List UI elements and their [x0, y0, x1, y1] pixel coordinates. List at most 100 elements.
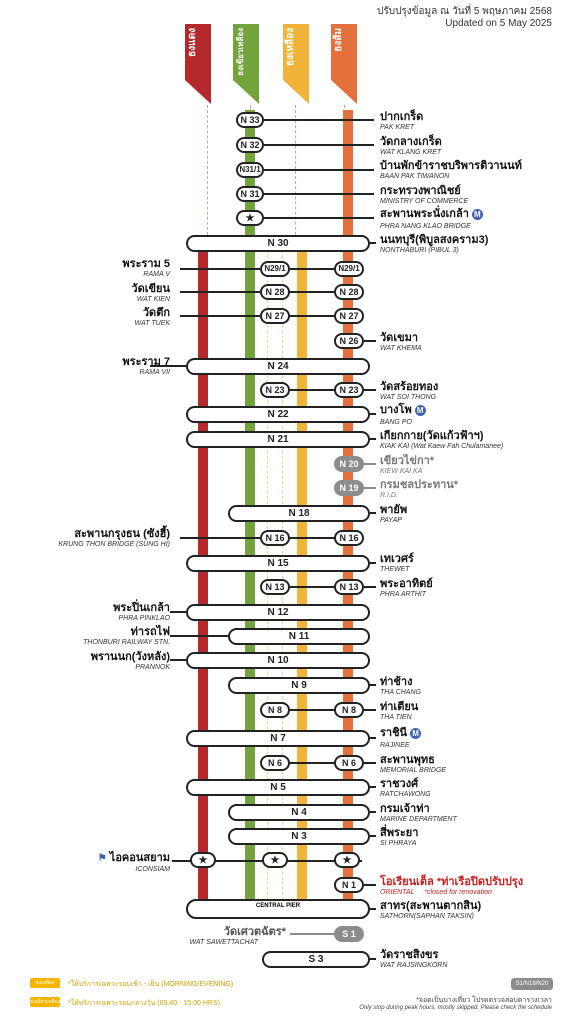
station-name: นนทบุรี(พิบูลสงคราม3) — [380, 234, 489, 246]
pier-n1-connector — [364, 884, 376, 886]
pier-s1-marker[interactable]: S 1 — [334, 926, 364, 942]
pier-n6-orange-marker[interactable]: N 6 — [334, 755, 364, 771]
pier-n7-bar[interactable]: N 7 — [186, 730, 370, 747]
pier-n33-marker[interactable]: N 33 — [236, 112, 264, 128]
pier-n18-bar[interactable]: N 18 — [228, 505, 370, 522]
flag-orange: ธงส้ม — [331, 24, 357, 104]
pier-n26-connector — [364, 340, 376, 342]
pier-n27-yellow-marker[interactable]: N 27 — [260, 308, 290, 324]
pier-s3-connector — [370, 958, 376, 960]
station-name: โอเรียนเต็ล *ท่าเรือปิดปรับปรุง — [380, 876, 524, 888]
station-name-en: THEWET — [380, 566, 410, 573]
pier-n9-bar[interactable]: N 9 — [228, 677, 370, 694]
pier-n16-connector — [180, 537, 260, 539]
flag-green-yellow: ธงเขียวเหลือง — [233, 24, 259, 104]
station-name-en: RAMA V — [143, 271, 170, 278]
pier-n6-connector-b — [364, 762, 376, 764]
pier-n15-bar[interactable]: N 15 — [186, 555, 370, 572]
star-icon: ★ — [270, 855, 280, 866]
pier-n23-orange-marker[interactable]: N 23 — [334, 382, 364, 398]
pier-n21-bar[interactable]: N 21 — [186, 431, 370, 448]
pier-n7-connector — [370, 737, 376, 739]
flag-yellow-label: ธงเหลือง — [285, 28, 296, 67]
station-name: วัดสร้อยทอง — [380, 381, 439, 393]
pier-n28-yellow-marker[interactable]: N 28 — [260, 284, 290, 300]
red-flag-guide — [207, 105, 208, 235]
pier-n5-connector — [370, 786, 376, 788]
pier-n4-bar[interactable]: N 4 — [228, 804, 370, 821]
pier-n22-bar[interactable]: N 22 — [186, 406, 370, 423]
pier-n30-bar[interactable]: N 30 — [186, 235, 370, 252]
station-name-en: R.I.D. — [380, 492, 398, 499]
pier-n12-bar[interactable]: N 12 — [186, 604, 370, 621]
pier-pnk-marker[interactable]: ★ — [236, 210, 264, 226]
pier-n10-connector — [170, 659, 186, 661]
pier-n29-1-orange-marker[interactable]: N29/1 — [334, 261, 364, 277]
pier-n16-orange-marker[interactable]: N 16 — [334, 530, 364, 546]
update-date-en: Updated on 5 May 2025 — [445, 18, 552, 29]
station-name: สะพานพุทธ — [380, 754, 435, 766]
pier-n27-orange-marker[interactable]: N 27 — [334, 308, 364, 324]
pier-n23-yellow-marker[interactable]: N 23 — [260, 382, 290, 398]
mrt-icon: M — [410, 727, 422, 739]
station-name: ราชวงศ์ — [380, 778, 419, 790]
pier-n13-connector-b — [364, 586, 376, 588]
station-name-en: PRANNOK — [135, 664, 170, 671]
pier-n10-bar[interactable]: N 10 — [186, 652, 370, 669]
iconsiam-orange-marker[interactable]: ★ — [334, 852, 360, 868]
iconsiam-yellow-marker[interactable]: ★ — [262, 852, 288, 868]
pier-n13-connector — [290, 586, 334, 588]
station-name-en: WAT KIEN — [136, 296, 170, 303]
central-pier-bar[interactable]: CENTRAL PIER — [186, 899, 370, 919]
pier-n3-bar[interactable]: N 3 — [228, 828, 370, 845]
flag-green-yellow-label: ธงเขียวเหลือง — [236, 28, 245, 76]
pier-n8-yellow-marker[interactable]: N 8 — [260, 702, 290, 718]
pier-n24-bar[interactable]: N 24 — [186, 358, 370, 375]
station-name: พระอาทิตย์ — [380, 578, 433, 590]
pier-n27-connector — [180, 315, 260, 317]
pier-n20-marker[interactable]: N 20 — [334, 456, 364, 472]
pier-n8-orange-marker[interactable]: N 8 — [334, 702, 364, 718]
station-name: วัดเศวตฉัตร* — [223, 926, 286, 938]
pier-n32-marker[interactable]: N 32 — [236, 137, 264, 153]
pier-n31-1-connector — [264, 169, 374, 171]
pier-n23-connector — [290, 389, 334, 391]
station-name-en: WAT KLANG KRET — [380, 149, 442, 156]
pier-n19-marker[interactable]: N 19 — [334, 480, 364, 496]
station-name: กระทรวงพาณิชย์ — [380, 185, 461, 197]
iconsiam-red-marker[interactable]: ★ — [190, 852, 216, 868]
pier-n24-connector — [150, 365, 186, 367]
pier-n31-marker[interactable]: N 31 — [236, 186, 264, 202]
station-name-en: MEMORIAL BRIDGE — [380, 767, 446, 774]
pier-n5-bar[interactable]: N 5 — [186, 779, 370, 796]
pier-n29-1-yellow-marker[interactable]: N29/1 — [260, 261, 290, 277]
pier-n31-1-marker[interactable]: N31/1 — [236, 162, 264, 178]
pier-s3-bar[interactable]: S 3 — [262, 951, 370, 968]
station-name-en: SATHORN(SAPHAN TAKSIN) — [380, 913, 474, 920]
station-name-en: PHRA NANG KLAO BRIDGE — [380, 223, 471, 230]
pier-n6-connector — [290, 762, 334, 764]
flag-red-label: ธงแดง — [187, 28, 198, 57]
pier-n11-bar[interactable]: N 11 — [228, 628, 370, 645]
pier-n30-connector — [370, 242, 376, 244]
station-name-en: THA TIEN — [380, 714, 412, 721]
station-name: พระปิ่นเกล้า — [113, 602, 170, 614]
mrt-icon: M — [414, 404, 426, 416]
station-name: ปากเกร็ด — [380, 111, 424, 123]
mrt-icon: M — [471, 208, 483, 220]
pier-n13-yellow-marker[interactable]: N 13 — [260, 579, 290, 595]
station-name: วัดเขมา — [380, 332, 419, 344]
legend-midday-box: ธงเขียวเหลือง — [30, 997, 60, 1007]
pier-n26-marker[interactable]: N 26 — [334, 333, 364, 349]
station-name: เทเวศร์ — [380, 553, 414, 565]
pier-n13-orange-marker[interactable]: N 13 — [334, 579, 364, 595]
station-name-en: RAJINEE — [380, 742, 410, 749]
pier-n6-yellow-marker[interactable]: N 6 — [260, 755, 290, 771]
pier-n21-connector — [370, 438, 376, 440]
pier-n28-orange-marker[interactable]: N 28 — [334, 284, 364, 300]
pier-n16-yellow-marker[interactable]: N 16 — [260, 530, 290, 546]
station-name: สาทร(สะพานตากสิน) — [380, 900, 482, 912]
pier-n15-connector — [370, 562, 376, 564]
station-name: ท่าเตียน — [380, 701, 419, 713]
pier-n1-marker[interactable]: N 1 — [334, 877, 364, 893]
